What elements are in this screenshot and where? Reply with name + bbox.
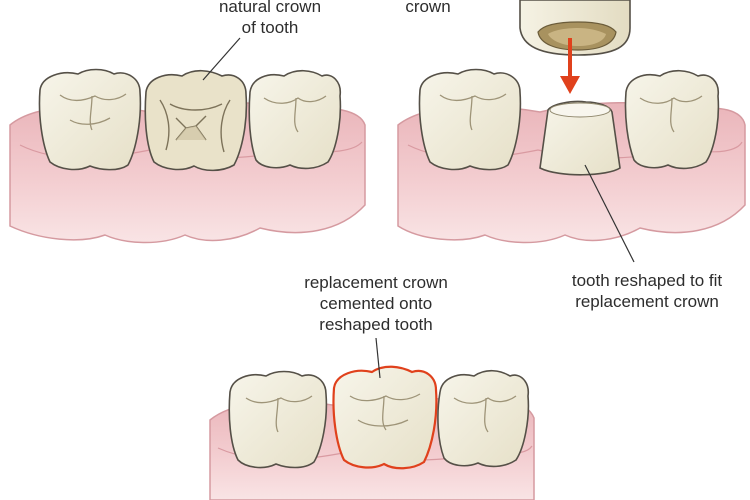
panel-natural-tooth: [9, 37, 366, 244]
molar-right: [248, 69, 342, 170]
label-crown: crown: [405, 0, 451, 16]
tooth-reshaped-stump: [539, 100, 621, 176]
replacement-crown-cap: [519, 0, 631, 56]
panel-crown-cemented: [209, 337, 535, 500]
molar-natural-crown: [144, 69, 248, 172]
molar-replacement-crown: [332, 365, 438, 470]
label-replacement-crown: replacement crown cemented onto reshaped…: [304, 273, 448, 334]
molar-left: [418, 68, 522, 171]
down-arrow: [560, 38, 580, 94]
molar-left: [38, 68, 142, 171]
label-reshaped-tooth: tooth reshaped to fit replacement crown: [571, 271, 723, 311]
leader-line-reshaped-tooth: [584, 164, 635, 263]
molar-right: [624, 69, 720, 170]
leader-line-natural-crown: [202, 37, 241, 81]
leader-line-replacement-crown: [375, 337, 381, 379]
panel-reshaped-tooth: [397, 0, 746, 263]
label-natural-crown: natural crown of tooth: [218, 0, 322, 37]
molar-left: [228, 370, 328, 469]
molar-right: [437, 369, 530, 468]
